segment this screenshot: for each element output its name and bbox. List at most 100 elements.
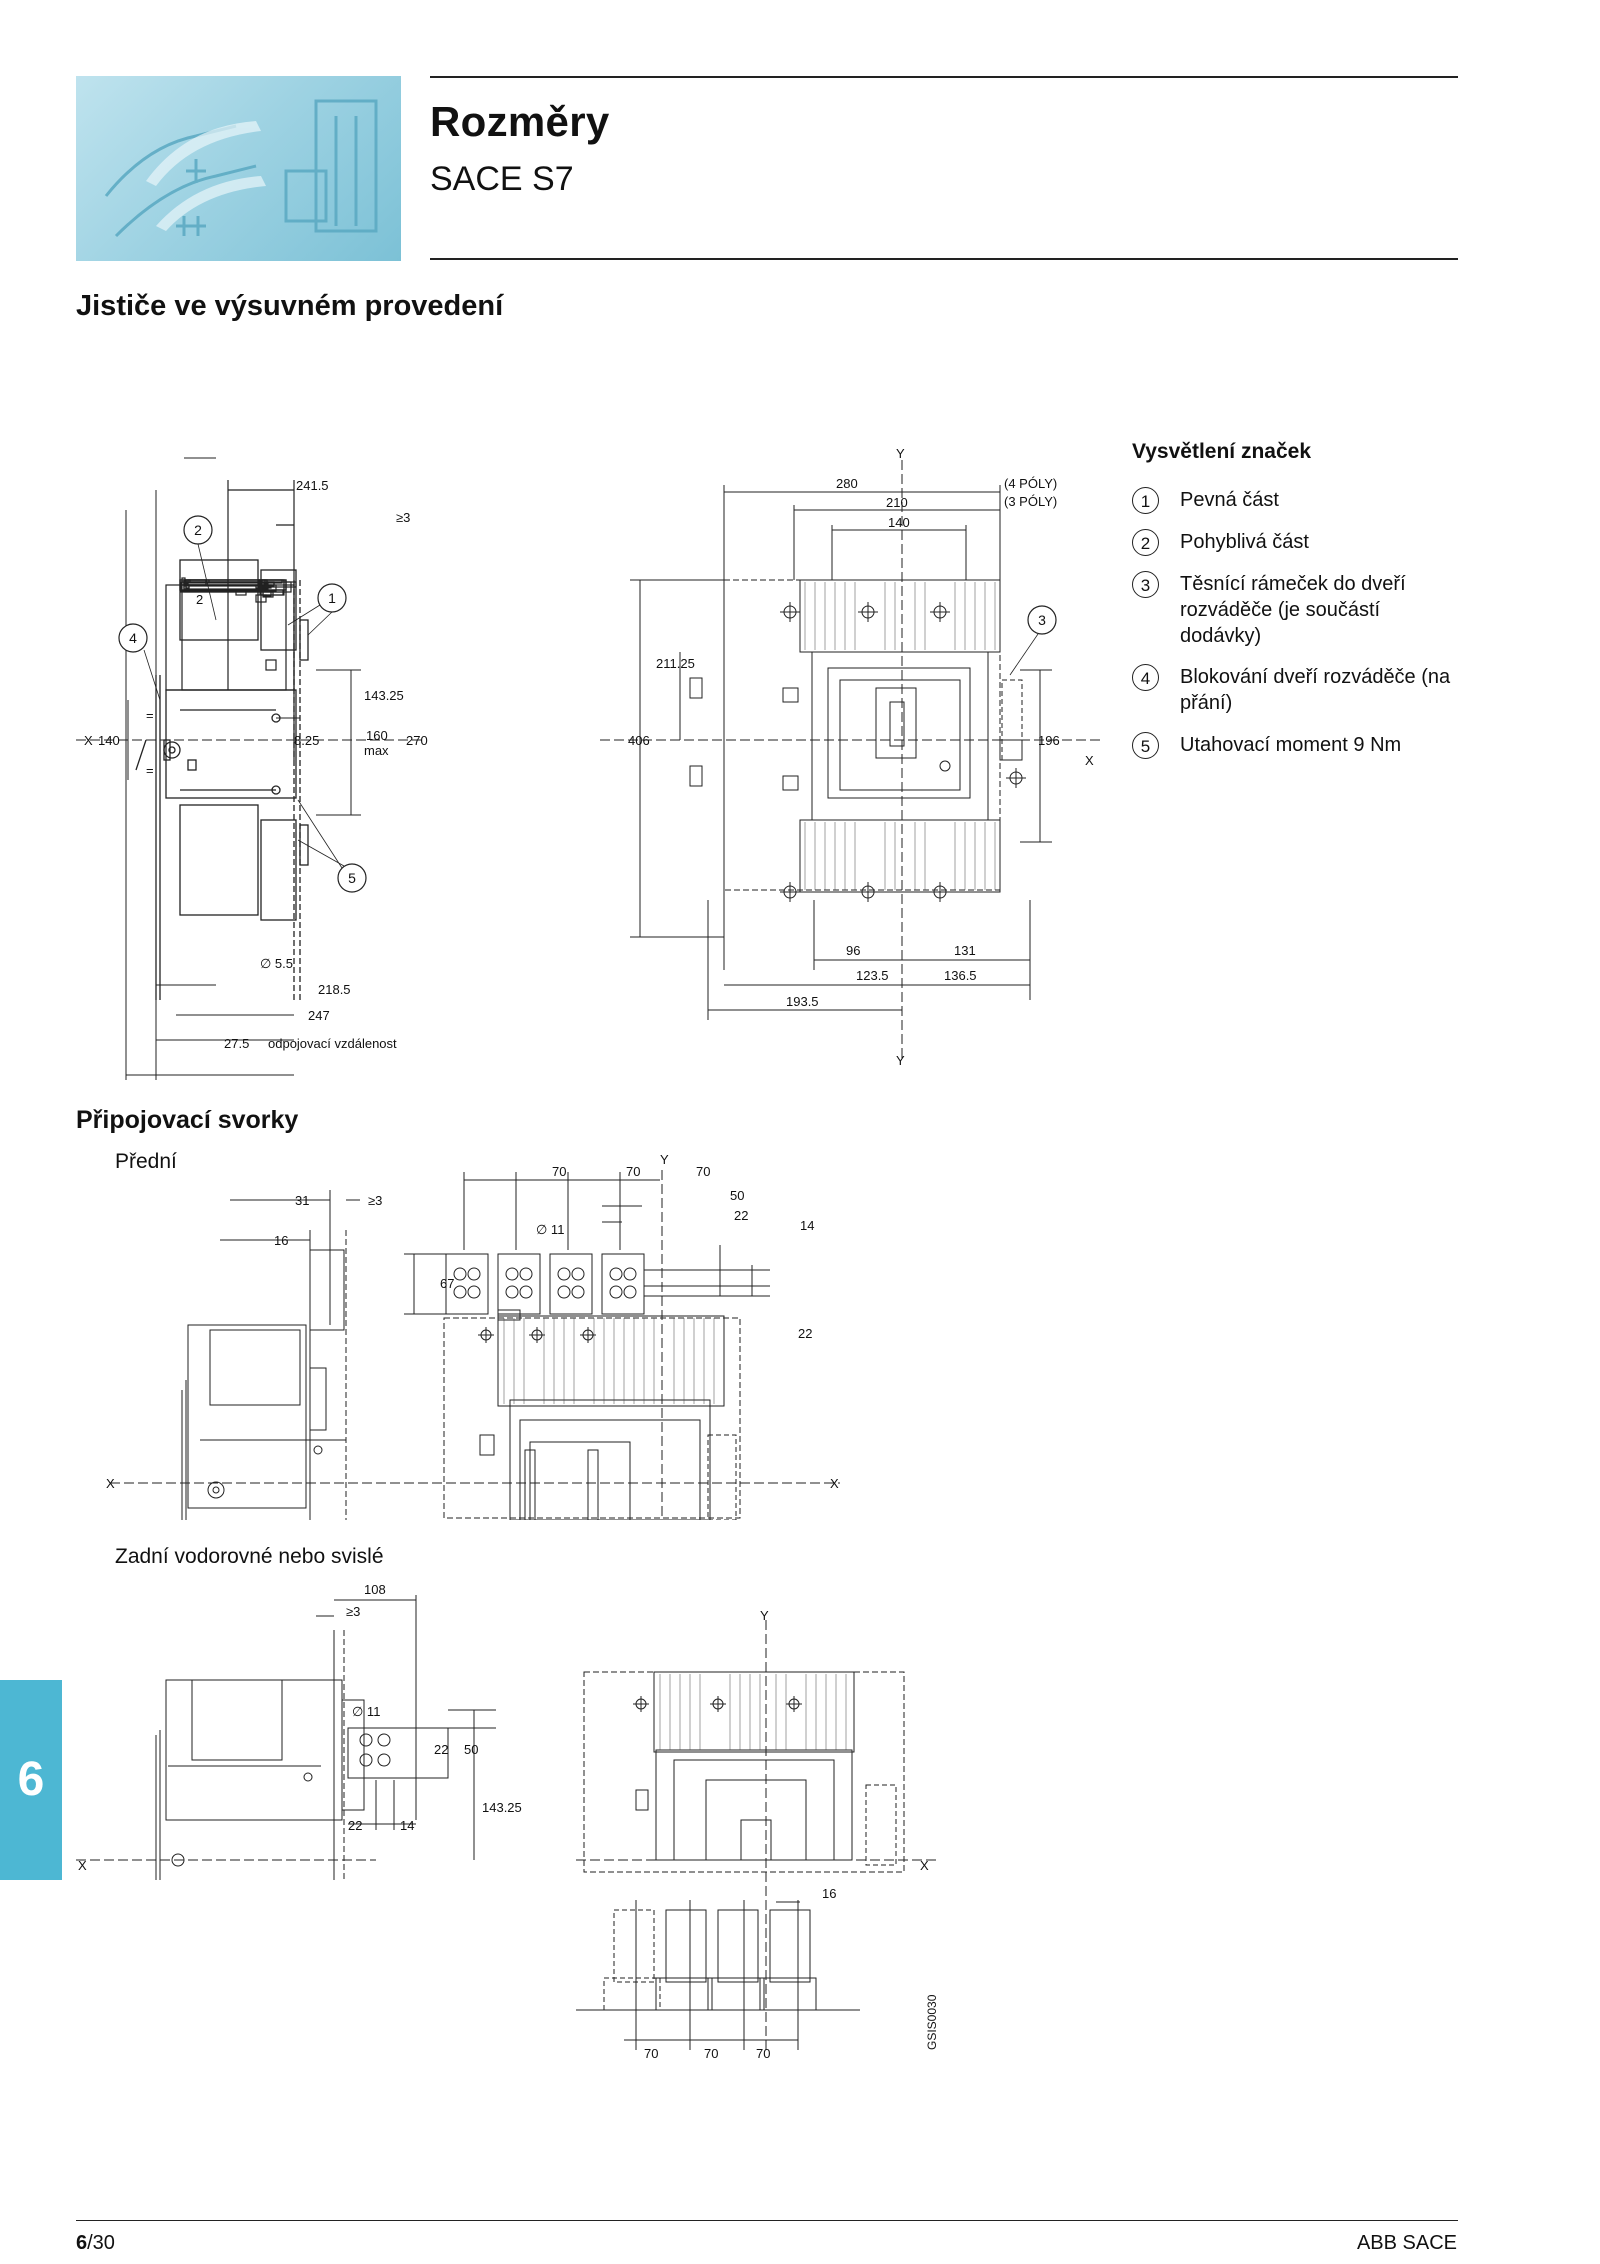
dim-label: 50 <box>730 1188 744 1203</box>
legend-item: 4 Blokování dveří rozváděče (na přání) <box>1132 664 1462 716</box>
dim-label: (4 PÓLY) <box>1004 476 1057 491</box>
dim-label: 218.5 <box>318 982 351 997</box>
dim-label: 14 <box>800 1218 814 1233</box>
dim-label: 22 <box>434 1742 448 1757</box>
page-title: Rozměry <box>430 98 610 145</box>
dim-label: 280 <box>836 476 858 491</box>
page-number-bold: 6 <box>76 2232 88 2254</box>
dim-label: 211.25 <box>656 656 695 671</box>
legend-text: Pevná část <box>1180 489 1279 511</box>
dim-label: max <box>364 743 389 758</box>
dim-label: = <box>146 763 154 778</box>
dim-label: 406 <box>628 733 650 748</box>
section-heading-terminals: Připojovací svorky <box>76 1106 299 1134</box>
circuit-breaker-art-icon <box>104 99 378 238</box>
footer-rule <box>76 2220 1458 2221</box>
dim-label: 2 <box>196 592 203 607</box>
dim-label: 67 <box>440 1276 454 1291</box>
axis-label: X <box>78 1858 87 1873</box>
legend-number: 1 <box>1132 487 1159 514</box>
dim-label: 31 <box>295 1193 309 1208</box>
side-view-drawing: 2 1 4 5 241.5 ≥3 2 143.25 X 140 = = 8.25… <box>76 457 428 1080</box>
callout-label: 5 <box>348 870 356 886</box>
dim-label: 270 <box>406 733 428 748</box>
dim-label: 70 <box>696 1164 710 1179</box>
axis-label: Y <box>760 1608 769 1623</box>
legend-item: 5 Utahovací moment 9 Nm <box>1132 732 1462 759</box>
dim-label: 140 <box>98 733 120 748</box>
dim-label: 131 <box>954 943 976 958</box>
dim-label: 108 <box>364 1582 386 1597</box>
legend-number: 5 <box>1132 732 1159 759</box>
callout-3 <box>1027 605 1057 635</box>
dim-label: X <box>84 733 93 748</box>
callout-label: 3 <box>1038 612 1046 628</box>
dim-label: 136.5 <box>944 968 977 983</box>
axis-label: Y <box>660 1152 669 1167</box>
legend-text: Blokování dveří rozváděče (na přání) <box>1180 666 1451 714</box>
drawing-code: GSIS0030 <box>925 1994 939 2050</box>
front-terminals-drawing: 31 ≥3 16 67 70 70 70 Y 50 14 ∅ 11 22 22 … <box>106 1152 840 1520</box>
front-view-drawing: 3 Y Y 280 (4 PÓLY) (3 PÓLY) 210 140 211.… <box>600 446 1100 1068</box>
footer-brand: ABB SACE <box>1356 2232 1457 2254</box>
legend-item: 2 Pohyblivá část <box>1132 529 1462 556</box>
dim-label: 22 <box>348 1818 362 1833</box>
dim-label: ∅ 11 <box>536 1222 564 1237</box>
dim-label: 16 <box>274 1233 288 1248</box>
axis-label: Y <box>896 1053 905 1068</box>
header-illustration <box>76 76 401 261</box>
dim-label: 193.5 <box>786 994 819 1009</box>
subheading-front: Přední <box>115 1150 177 1173</box>
dim-label: 196 <box>1038 733 1060 748</box>
legend-item: 3 Těsnící rámeček do dveří rozváděče (je… <box>1132 571 1462 649</box>
section-heading-withdrawable: Jističe ve výsuvném provedení <box>76 290 504 322</box>
page-number: 6/30 <box>76 2232 115 2255</box>
dim-label: 96 <box>846 943 860 958</box>
legend-text: Pohyblivá část <box>1180 531 1309 553</box>
legend-number: 4 <box>1132 664 1159 691</box>
dim-label: 123.5 <box>856 968 889 983</box>
page-subtitle: SACE S7 <box>430 160 574 198</box>
axis-label: Y <box>896 446 905 461</box>
legend-title: Vysvětlení značek <box>1132 440 1311 463</box>
dim-label: = <box>146 708 154 723</box>
callout-label: 1 <box>328 590 336 606</box>
legend-text: Těsnící rámeček do dveří rozváděče (je s… <box>1180 573 1406 647</box>
dim-label: 50 <box>464 1742 478 1757</box>
chapter-tab: 6 <box>0 1680 62 1880</box>
dim-label: odpojovací vzdálenost <box>268 1036 397 1051</box>
dim-label: ≥3 <box>368 1193 382 1208</box>
axis-label: X <box>920 1858 929 1873</box>
dim-label: 70 <box>644 2046 658 2061</box>
subheading-rear: Zadní vodorovné nebo svislé <box>115 1545 384 1568</box>
dim-label: 70 <box>626 1164 640 1179</box>
dim-label: 143.25 <box>364 688 404 703</box>
legend-text: Utahovací moment 9 Nm <box>1180 734 1402 756</box>
dim-label: ≥3 <box>346 1604 360 1619</box>
legend-number: 3 <box>1132 571 1159 598</box>
axis-label: X <box>1085 753 1094 768</box>
dim-label: 241.5 <box>296 478 329 493</box>
dim-label: (3 PÓLY) <box>1004 494 1057 509</box>
callout-4 <box>118 623 148 653</box>
dim-label: ≥3 <box>396 510 410 525</box>
dim-label: 22 <box>734 1208 748 1223</box>
dim-label: 140 <box>888 515 910 530</box>
dim-label: 70 <box>552 1164 566 1179</box>
breaker-body <box>165 584 295 691</box>
legend-item: 1 Pevná část <box>1132 487 1462 514</box>
dim-label: ∅ 5.5 <box>260 956 293 971</box>
dim-label: ∅ 11 <box>352 1704 380 1719</box>
dim-label: 14 <box>400 1818 414 1833</box>
header-rule-bottom <box>430 258 1458 260</box>
dim-label: 70 <box>704 2046 718 2061</box>
legend-number: 2 <box>1132 529 1159 556</box>
header-rule-top <box>430 76 1458 78</box>
dim-label: 70 <box>756 2046 770 2061</box>
axis-label: X <box>830 1476 839 1491</box>
axis-label: X <box>106 1476 115 1491</box>
dim-label: 27.5 <box>224 1036 249 1051</box>
dim-label: 210 <box>886 495 908 510</box>
callout-5 <box>337 863 367 893</box>
dim-label: 247 <box>308 1008 330 1023</box>
